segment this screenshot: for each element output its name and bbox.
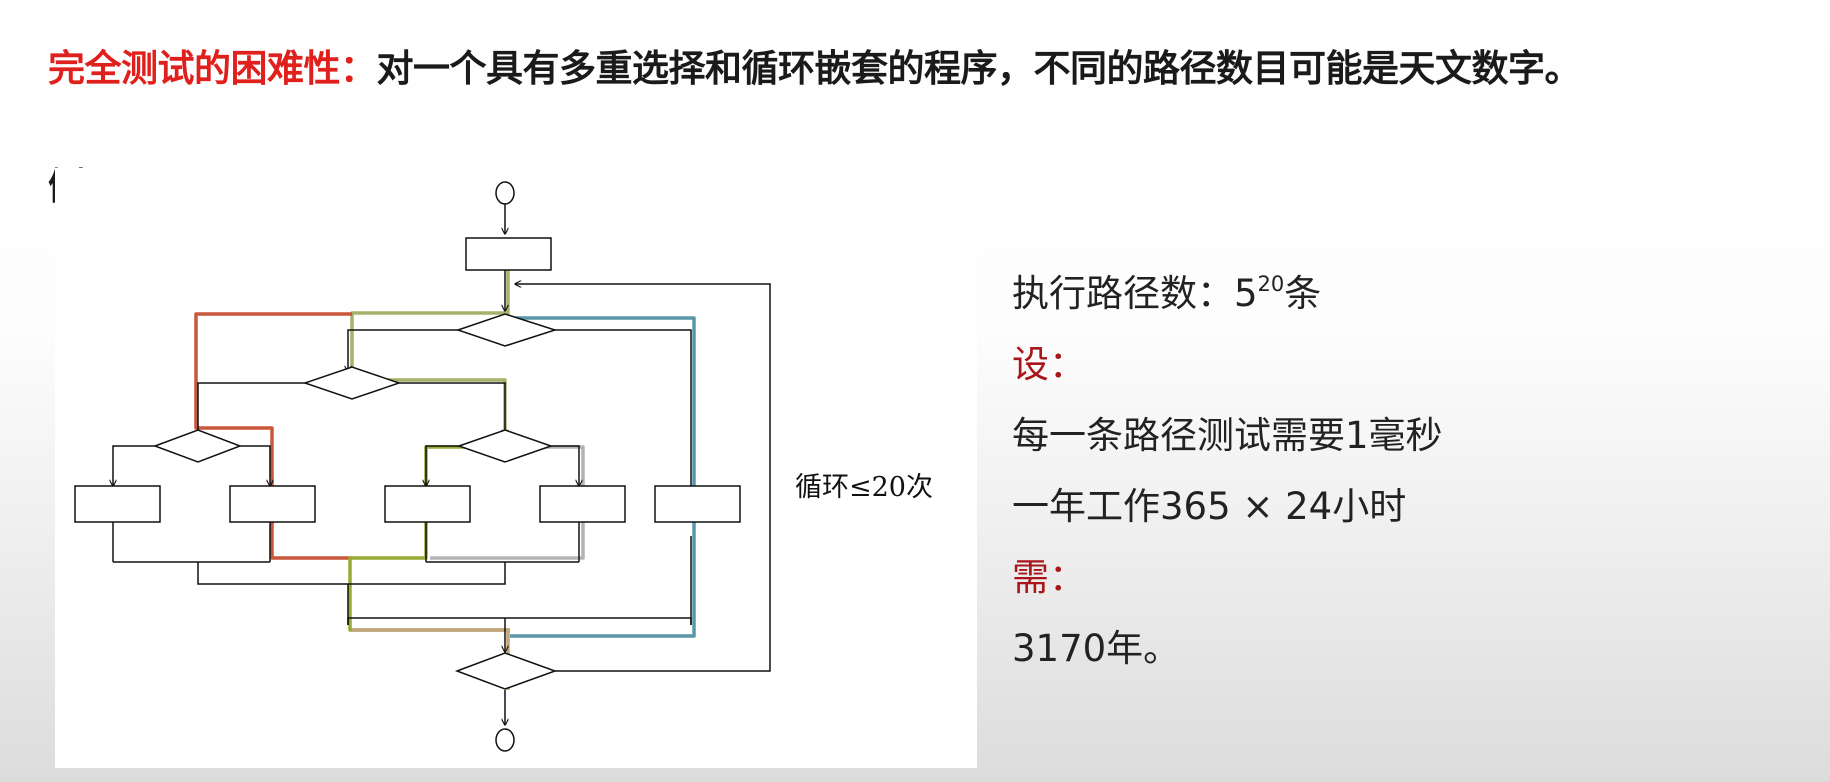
decision-diamond-main xyxy=(455,313,558,347)
process-box-4 xyxy=(539,485,626,523)
decision-diamond-left-sub xyxy=(152,429,243,463)
process-box-5 xyxy=(654,485,741,523)
process-box-3 xyxy=(384,485,471,523)
decision-diamond-loop xyxy=(454,652,558,690)
result-years: 3170年。 xyxy=(1012,627,1181,670)
paths-line: 执行路径数：520条 xyxy=(1012,258,1443,329)
loop-label: 循环≤20次 xyxy=(795,472,933,503)
end-node xyxy=(495,728,515,752)
decision-diamond-right-sub xyxy=(456,429,554,463)
paths-exponent: 20 xyxy=(1257,272,1285,296)
headline-text: 对一个具有多重选择和循环嵌套的程序，不同的路径数目可能是天文数字。 xyxy=(376,47,1582,90)
decision-diamond-left xyxy=(302,366,402,400)
paths-suffix: 条 xyxy=(1284,272,1322,315)
headline: 完全测试的困难性：对一个具有多重选择和循环嵌套的程序，不同的路径数目可能是天文数… xyxy=(48,38,1818,92)
flowchart-lines xyxy=(113,203,771,725)
path-olive xyxy=(350,246,510,437)
assume-label: 设： xyxy=(1012,343,1086,386)
assumption-work-hours: 一年工作365 × 24小时 xyxy=(1012,485,1407,528)
path-green xyxy=(348,445,510,632)
headline-keyword: 完全测试的困难性： xyxy=(48,47,377,90)
paths-prefix: 执行路径数：5 xyxy=(1012,272,1258,315)
assumption-time-per-path: 每一条路径测试需要1毫秒 xyxy=(1012,414,1443,457)
need-label: 需： xyxy=(1012,556,1086,599)
process-box-top xyxy=(465,237,552,271)
process-box-1 xyxy=(74,485,161,523)
path-blue xyxy=(510,316,696,638)
process-box-2 xyxy=(229,485,316,523)
flowchart-panel: 循环≤20次 xyxy=(55,168,977,768)
path-red xyxy=(194,312,352,560)
start-node xyxy=(495,181,515,205)
flowchart-nodes xyxy=(74,181,741,752)
notes-panel: 执行路径数：520条 设： 每一条路径测试需要1毫秒 一年工作365 × 24小… xyxy=(1012,258,1443,684)
flowchart-diagram: 循环≤20次 xyxy=(74,181,933,752)
